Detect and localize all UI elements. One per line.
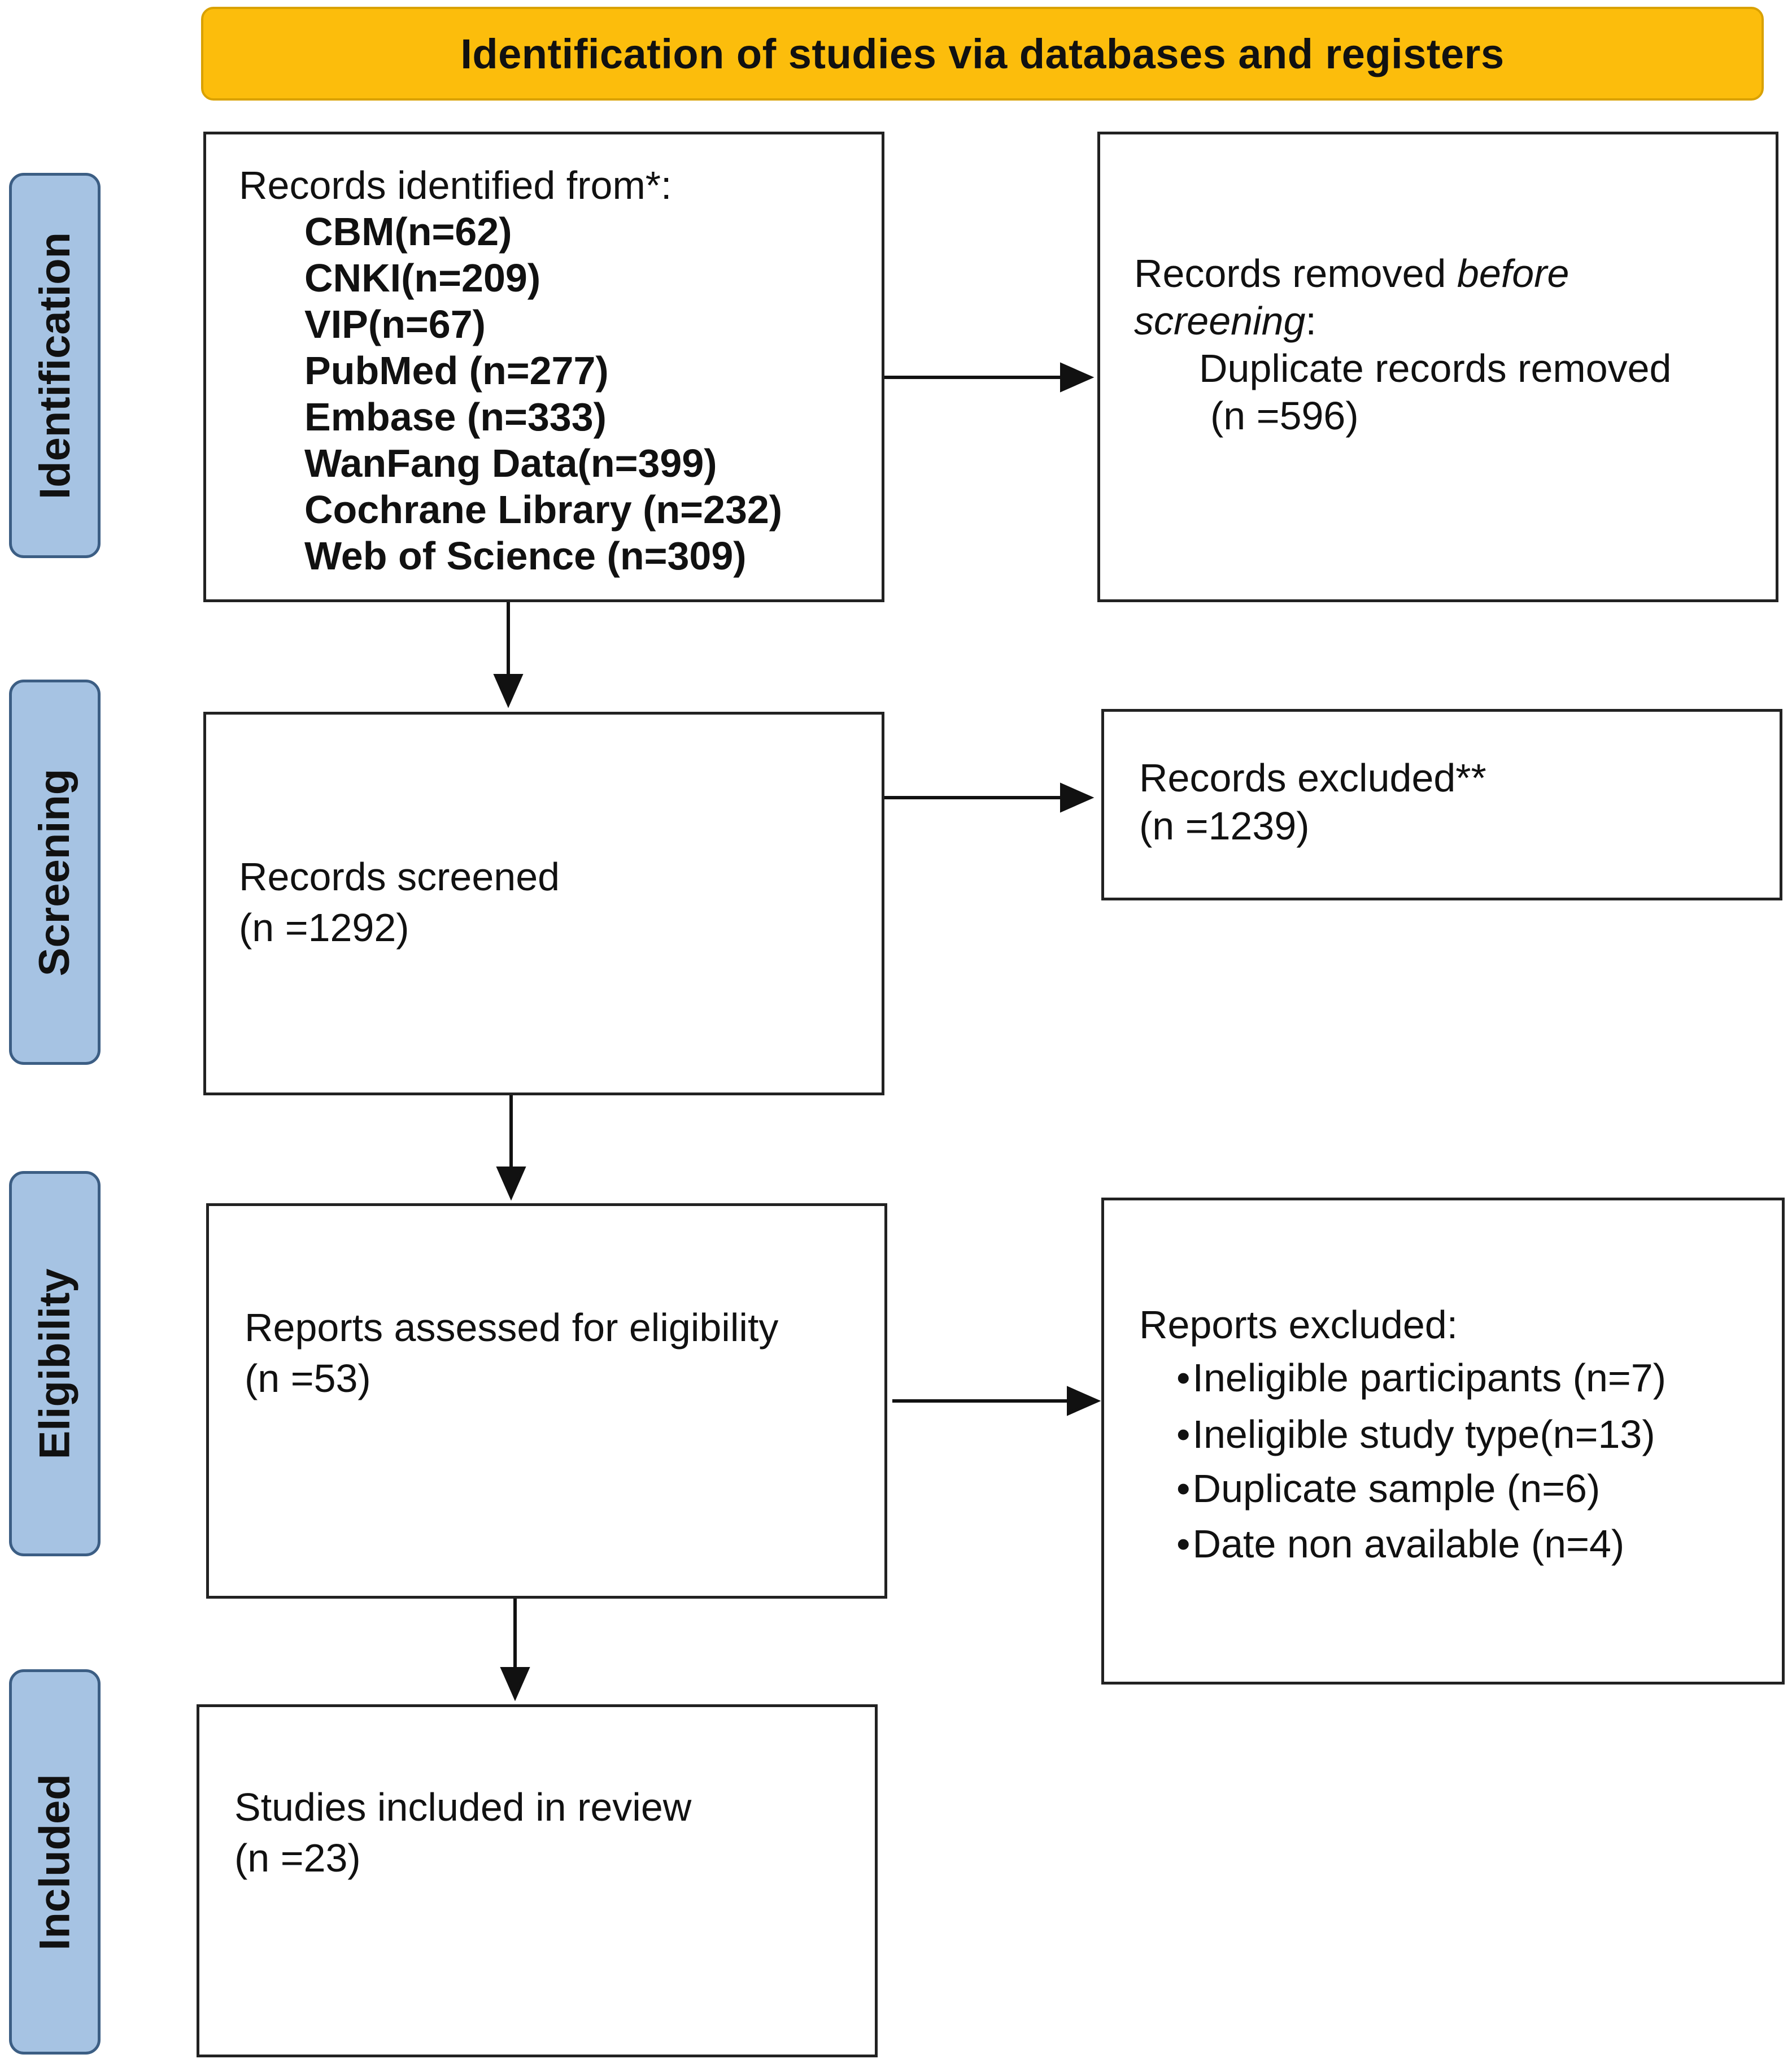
studies-included-count: (n =23) [234,1836,361,1880]
reason-duplicate-sample: Duplicate sample (n=6) [1176,1465,1601,1512]
records-excluded-count: (n =1239) [1139,804,1310,848]
source-wanfang: WanFang Data(n=399) [304,441,717,485]
header-title: Identification of studies via databases … [460,30,1505,77]
records-removed-label: Records removed before [1134,251,1569,295]
studies-included-label: Studies included in review [234,1785,692,1829]
reason-ineligible-participants: Ineligible participants (n=7) [1176,1354,1667,1402]
records-screened-count: (n =1292) [239,906,409,950]
arrowhead-reports-excluded [1067,1386,1101,1416]
source-vip: VIP(n=67) [304,302,486,346]
reports-assessed-box: Reports assessed for eligibility (n =53) [206,1203,887,1599]
arrowhead-studies-included [500,1667,530,1701]
records-screened-box: Records screened (n =1292) [203,712,884,1095]
arrowhead-records-screened [493,674,524,708]
source-embase: Embase (n=333) [304,395,607,439]
source-cochrane: Cochrane Library (n=232) [304,488,783,532]
arrowhead-reports-assessed [496,1167,526,1201]
arrowhead-records-removed [1060,362,1095,393]
records-screened-label: Records screened [239,855,560,899]
phase-identification: Identification [9,173,101,558]
reports-excluded-box: Reports excluded: Ineligible participant… [1101,1198,1785,1685]
reports-assessed-count: (n =53) [245,1356,371,1400]
records-identified-heading: Records identified from*: [239,163,672,207]
reason-date-non-available: Date non available (n=4) [1176,1520,1625,1568]
records-removed-label-line2: screening: [1134,299,1316,343]
source-pubmed: PubMed (n=277) [304,349,609,393]
records-excluded-label: Records excluded** [1139,756,1486,800]
records-removed-box: Records removed before screening: Duplic… [1097,132,1778,602]
source-cbm: CBM(n=62) [304,210,512,254]
arrowhead-records-excluded [1060,782,1095,813]
duplicate-records-count: (n =596) [1210,394,1359,438]
phase-screening: Screening [9,680,101,1065]
reports-assessed-label: Reports assessed for eligibility [245,1305,779,1350]
phase-included: Included [9,1669,101,2055]
source-cnki: CNKI(n=209) [304,256,541,300]
reports-excluded-heading: Reports excluded: [1139,1303,1458,1347]
records-identified-box: Records identified from*: CBM(n=62) CNKI… [203,132,884,602]
duplicate-records-label: Duplicate records removed [1199,346,1672,390]
records-excluded-box: Records excluded** (n =1239) [1101,709,1782,900]
phase-eligibility: Eligibility [9,1171,101,1556]
reason-ineligible-study-type: Ineligible study type(n=13) [1176,1411,1655,1458]
source-web-of-science: Web of Science (n=309) [304,534,747,578]
header-banner: Identification of studies via databases … [201,7,1764,101]
studies-included-box: Studies included in review (n =23) [197,1704,878,2057]
